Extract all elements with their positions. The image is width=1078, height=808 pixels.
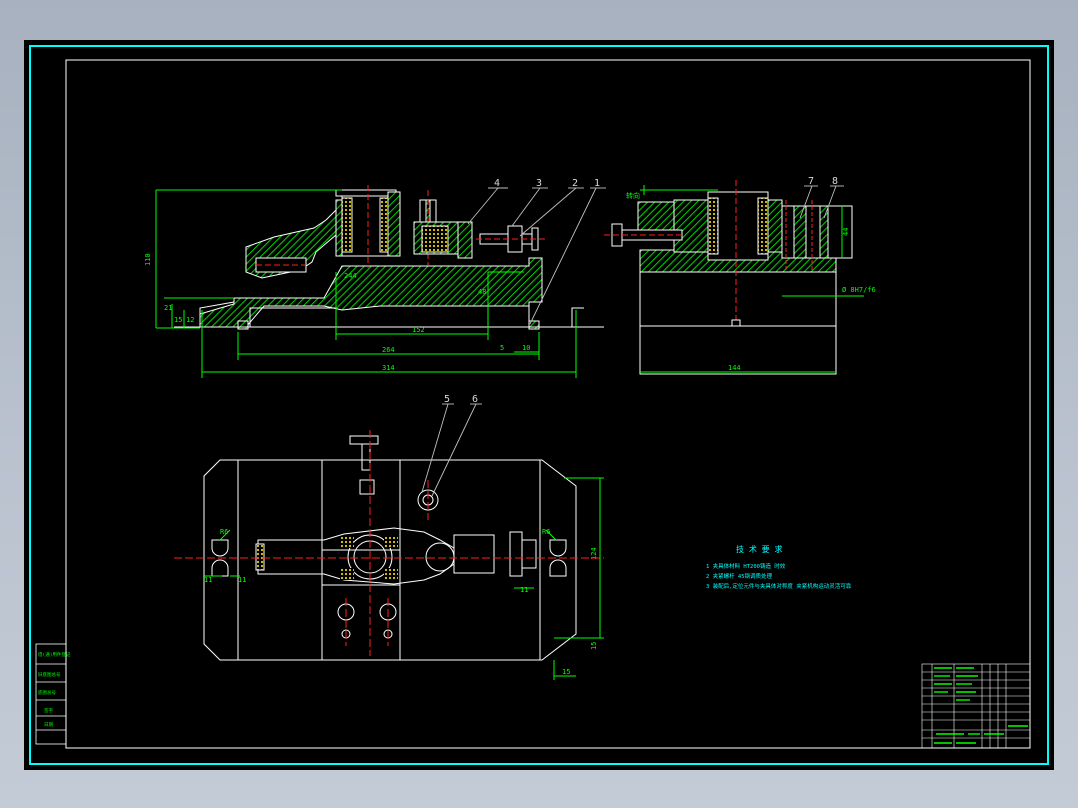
fit-tolerance: Ø 8H7/f6 — [842, 286, 876, 294]
dim-110: 110 — [144, 253, 152, 266]
note-line-3: 3 装配后,定位元件与夹具体对称度 夹紧机构运动灵活可靠 — [706, 582, 852, 590]
dim-r6-right: R6 — [542, 528, 550, 536]
balloon-4: 4 — [494, 178, 500, 189]
left-strip-label-3: 底图总号 — [38, 689, 56, 696]
dim-244: 244 — [344, 272, 357, 280]
dim-11-a: 11 — [204, 576, 212, 584]
inner-frame — [65, 59, 1031, 749]
top-dimensions — [204, 477, 604, 680]
top-hatch — [340, 536, 398, 580]
leaders — [421, 185, 844, 497]
balloon-8: 8 — [832, 176, 838, 187]
balloon-1: 1 — [594, 178, 600, 189]
drawing-sheet: 110 314 264 152 48 5 10 21 12 15 244 — [24, 40, 1054, 770]
left-strip-label-4: 签字 — [44, 707, 53, 714]
front-view — [174, 185, 604, 330]
left-strip-label-5: 日期 — [44, 722, 53, 728]
top-view — [203, 435, 577, 661]
dim-15: 15 — [174, 316, 182, 324]
dim-12: 12 — [186, 316, 194, 324]
dim-44: 44 — [842, 228, 850, 236]
balloon-7: 7 — [808, 176, 814, 187]
balloon-5: 5 — [444, 394, 450, 405]
balloon-2: 2 — [572, 178, 578, 189]
front-dimensions — [155, 189, 577, 378]
dim-r6-left: R6 — [220, 528, 228, 536]
dim-21: 21 — [164, 304, 172, 312]
label-zhuanxiang: 转向 — [626, 191, 640, 200]
left-strip — [35, 643, 67, 745]
drawing-canvas: 110 314 264 152 48 5 10 21 12 15 244 — [29, 45, 1049, 765]
dim-144: 144 — [728, 364, 741, 372]
left-strip-label-2: 旧底图总号 — [38, 671, 61, 678]
dim-124: 124 — [590, 547, 598, 560]
dim-15-c: 15 — [590, 642, 598, 650]
dim-11-c: 11 — [520, 586, 528, 594]
outer-frame — [29, 45, 1049, 765]
balloon-3: 3 — [536, 178, 542, 189]
notes-title: 技 术 要 求 — [736, 544, 782, 554]
note-line-2: 2 夹紧螺杆 45钢调质处理 — [706, 572, 773, 580]
dim-10: 10 — [522, 344, 530, 352]
dim-15-b: 15 — [562, 668, 570, 676]
dim-152: 152 — [412, 326, 425, 334]
left-strip-label-1: 借(通)用件登记 — [38, 651, 71, 658]
balloon-6: 6 — [472, 394, 478, 405]
side-dimensions — [640, 185, 864, 373]
dim-48: 48 — [478, 288, 486, 296]
dim-314: 314 — [382, 364, 395, 372]
dim-11-b: 11 — [238, 576, 246, 584]
dim-5: 5 — [500, 344, 504, 352]
dim-264: 264 — [382, 346, 395, 354]
note-line-1: 1 夹具体材料 HT200铸造 时效 — [706, 562, 786, 570]
side-view — [604, 180, 853, 375]
